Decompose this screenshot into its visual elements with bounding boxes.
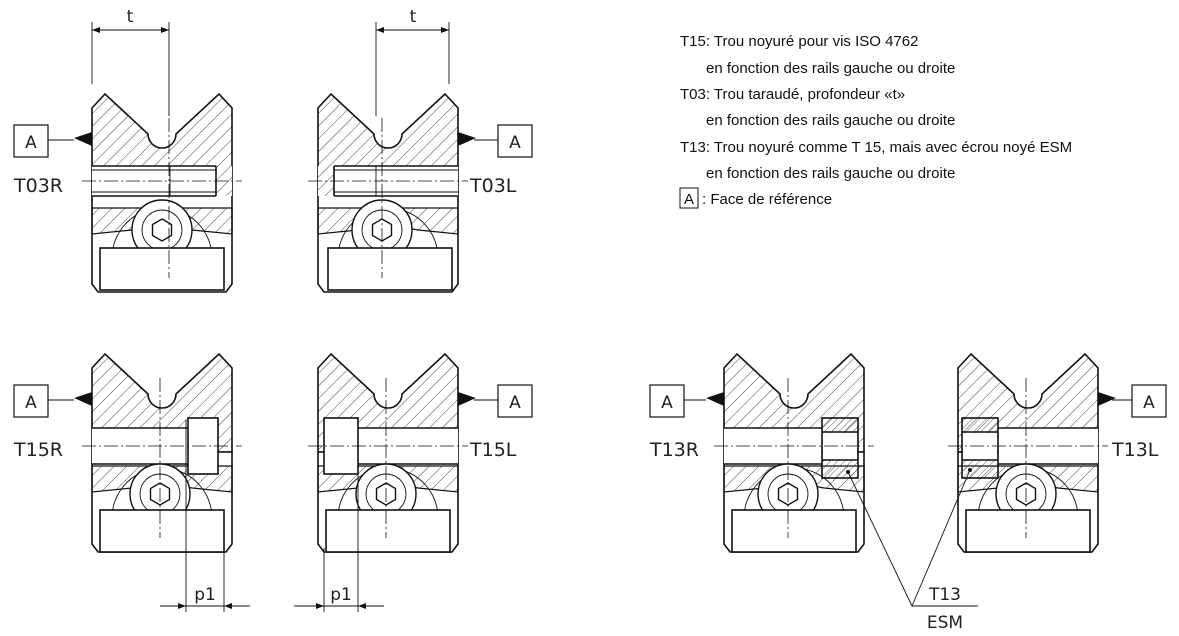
view-t03l: t A T03L [308, 7, 533, 293]
view-label: T15L [469, 439, 517, 461]
callout-top: T13 [928, 585, 961, 605]
ref-box [1131, 384, 1167, 418]
ref-letter: A [25, 133, 37, 153]
view-label: T13R [649, 439, 699, 461]
ref-letter: A [1143, 393, 1155, 413]
legend-t03-line2: en fonction des rails gauche ou droite [706, 112, 955, 129]
legend-t15-line2: en fonction des rails gauche ou droite [706, 60, 955, 77]
ref-box [13, 384, 49, 418]
view-t03r: t A T03R [13, 7, 242, 293]
ref-letter: A [25, 393, 37, 413]
ref-box [497, 384, 533, 418]
dim-p1-label: p1 [330, 585, 352, 605]
view-t15l: p1 A T15L [294, 352, 533, 612]
callout-bottom: ESM [927, 613, 963, 633]
legend-ref-text: : Face de référence [702, 191, 832, 208]
legend-t13-line2: en fonction des rails gauche ou droite [706, 165, 955, 182]
view-label: T03L [469, 175, 517, 197]
legend-t03-line1: T03: Trou taraudé, profondeur «t» [680, 86, 905, 103]
ref-box [649, 384, 685, 418]
ref-letter: A [509, 133, 521, 153]
legend-ref-box [679, 187, 699, 209]
ref-letter: A [509, 393, 521, 413]
view-t15r: p1 A T15R [13, 352, 250, 612]
view-label: T03R [13, 175, 63, 197]
view-t13l: A T13L [948, 352, 1167, 553]
view-label: T13L [1111, 439, 1159, 461]
legend: T15: Trou noyuré pour vis ISO 4762 en fo… [679, 33, 1072, 209]
view-label: T15R [13, 439, 63, 461]
dim-t-label: t [410, 7, 417, 27]
legend-t15-line1: T15: Trou noyuré pour vis ISO 4762 [680, 33, 918, 50]
dim-p1-label: p1 [194, 585, 216, 605]
dim-t-label: t [127, 7, 134, 27]
legend-ref-letter: A [684, 191, 694, 208]
view-t13r: A T13R [649, 352, 874, 553]
callout-t13-esm: T13 ESM [847, 469, 978, 633]
ref-box [13, 124, 49, 158]
legend-t13-line1: T13: Trou noyuré comme T 15, mais avec é… [680, 139, 1072, 156]
ref-letter: A [661, 393, 673, 413]
ref-box [497, 124, 533, 158]
